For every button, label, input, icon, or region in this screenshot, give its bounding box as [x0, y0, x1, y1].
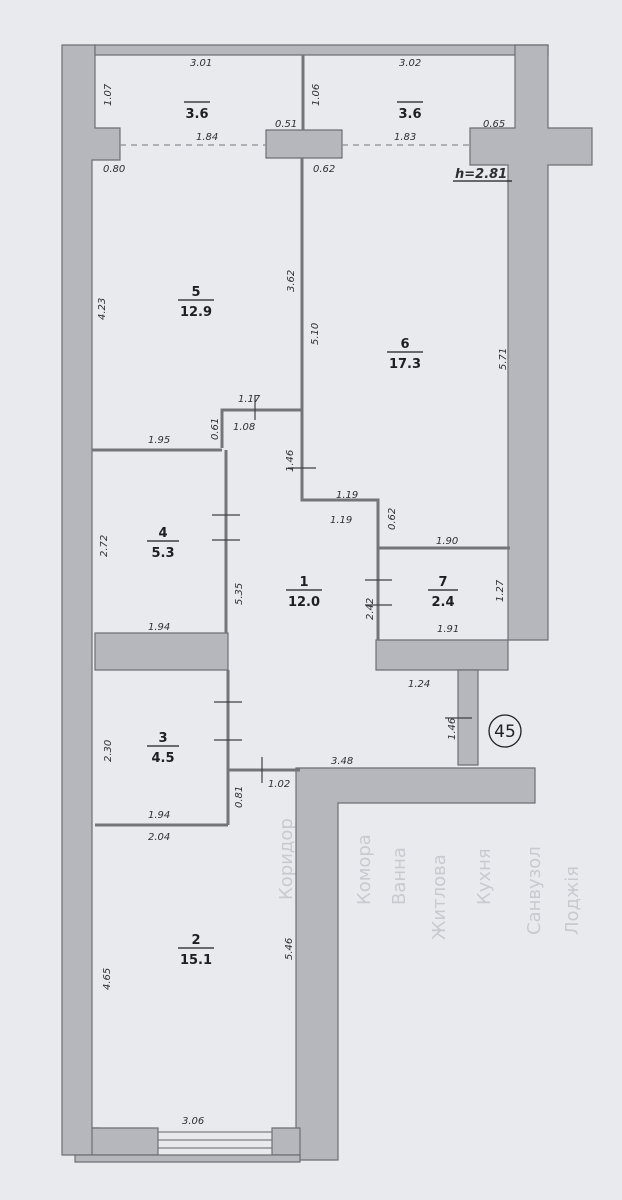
room-label-6: 6 17.3: [387, 337, 423, 372]
bg-text-7: Лоджія: [562, 866, 583, 935]
dim-label: 3.62: [286, 270, 297, 292]
dim-label: 5.71: [498, 348, 509, 370]
room-area: 12.0: [288, 595, 320, 610]
dim-label: 5.10: [310, 323, 321, 345]
room-area: 12.9: [180, 305, 212, 320]
dim-label: 0.80: [103, 164, 125, 175]
dim-label: 1.06: [311, 84, 322, 106]
right-exterior-wall: [469, 44, 593, 641]
dim-label: 0.62: [387, 508, 398, 530]
dim-label: 1.24: [408, 679, 430, 690]
top-wall: [94, 44, 549, 56]
dim-label: 1.91: [437, 624, 459, 635]
partitions: [92, 158, 510, 827]
dim-label: 0.65: [483, 119, 505, 130]
partition-1-6: [300, 410, 510, 550]
dim-label: 0.81: [234, 786, 245, 808]
dim-label: 1.84: [196, 132, 218, 143]
ceiling-height: h=2.81: [455, 167, 507, 182]
room-area: 3.6: [398, 107, 421, 122]
dim-label: 1.02: [268, 779, 290, 790]
dim-label: 1.94: [148, 622, 170, 633]
dim-label: 1.08: [233, 422, 255, 433]
dim-label: 1.19: [336, 490, 358, 501]
walls: [61, 44, 593, 1163]
storage-bottom-wall: [375, 639, 509, 671]
dim-label: 1.94: [148, 810, 170, 821]
dim-label: 3.06: [182, 1116, 204, 1127]
room-area: 2.4: [431, 595, 454, 610]
room-area: 4.5: [151, 751, 174, 766]
bottom-window: [158, 1131, 272, 1149]
bg-text-5: Кухня: [474, 848, 495, 905]
room3-divider-wall: [94, 632, 229, 671]
room-number: 5: [191, 285, 200, 300]
dim-label: 1.07: [103, 83, 114, 106]
bg-text-6: Санвузол: [524, 846, 545, 935]
room-label-4: 4 5.3: [147, 526, 179, 561]
dim-label: 4.23: [97, 298, 108, 320]
room-number: 4: [158, 526, 167, 541]
dim-label: 4.65: [102, 968, 113, 990]
bottom-wall: [91, 1127, 159, 1156]
dim-label: 0.61: [210, 418, 221, 440]
dim-label: 2.72: [99, 535, 110, 557]
dim-label: 1.83: [394, 132, 416, 143]
bg-text-4: Житлова: [429, 854, 450, 940]
dim-label: 0.62: [313, 164, 335, 175]
door-marks: [212, 395, 472, 783]
bottom-wall-base: [74, 1154, 301, 1163]
bg-text-3: Ванна: [389, 847, 410, 905]
apartment-number: 45: [494, 722, 516, 742]
room-number: 7: [438, 575, 447, 590]
room-label-balcony-right: 3.6: [397, 101, 423, 122]
dim-label: 5.35: [234, 583, 245, 605]
room-area: 5.3: [151, 546, 174, 561]
dim-label: 1.46: [447, 718, 458, 740]
central-pillar: [265, 129, 343, 159]
dim-label: 1.90: [436, 536, 458, 547]
dim-label: 3.48: [331, 756, 353, 767]
dim-label: 1.17: [238, 394, 261, 405]
room-label-5: 5 12.9: [178, 285, 214, 320]
room-label-balcony-left: 3.6: [184, 101, 210, 122]
bottom-wall-right: [271, 1127, 301, 1156]
room-area: 15.1: [180, 953, 212, 968]
room-number: 2: [191, 933, 200, 948]
corridor-right-wall: [295, 767, 536, 1161]
partition-5-hall: [220, 408, 302, 448]
room-label-7: 7 2.4: [428, 575, 458, 610]
background-table-text: Коридор Комора Ванна Житлова Кухня Санву…: [276, 818, 583, 940]
balcony-elements: [120, 55, 470, 146]
room-number: 1: [299, 575, 308, 590]
dim-label: 1.95: [148, 435, 170, 446]
dim-label: 0.51: [275, 119, 297, 130]
dim-label: 5.46: [284, 938, 295, 960]
dim-label: 1.46: [285, 450, 296, 472]
dim-label: 2.30: [103, 740, 114, 762]
bg-text-2: Комора: [354, 834, 375, 905]
dim-label: 2.04: [148, 832, 170, 843]
dim-label: 3.01: [190, 58, 212, 69]
room-number: 3: [158, 731, 167, 746]
room-area: 3.6: [185, 107, 208, 122]
left-exterior-wall: [61, 44, 121, 1156]
ceiling-height-mark: h=2.81: [453, 167, 512, 182]
room-label-2: 2 15.1: [178, 933, 214, 968]
dim-label: 3.02: [399, 58, 421, 69]
room-label-1: 1 12.0: [286, 575, 322, 610]
room-labels: 3.6 3.6 5 12.9 6 17.3 4 5.3 1 12.0 7: [147, 101, 458, 968]
apartment-number-badge: 45: [488, 714, 522, 748]
bg-text-1: Коридор: [276, 818, 297, 900]
dim-label: 1.27: [495, 579, 506, 602]
room-number: 6: [400, 337, 409, 352]
dim-label: 2.42: [365, 598, 376, 620]
room-label-3: 3 4.5: [147, 731, 179, 766]
dim-label: 1.19: [330, 515, 352, 526]
room-area: 17.3: [389, 357, 421, 372]
dimension-labels: 3.01 3.02 1.07 1.06 1.84 0.51 1.83 0.65 …: [97, 58, 509, 1127]
